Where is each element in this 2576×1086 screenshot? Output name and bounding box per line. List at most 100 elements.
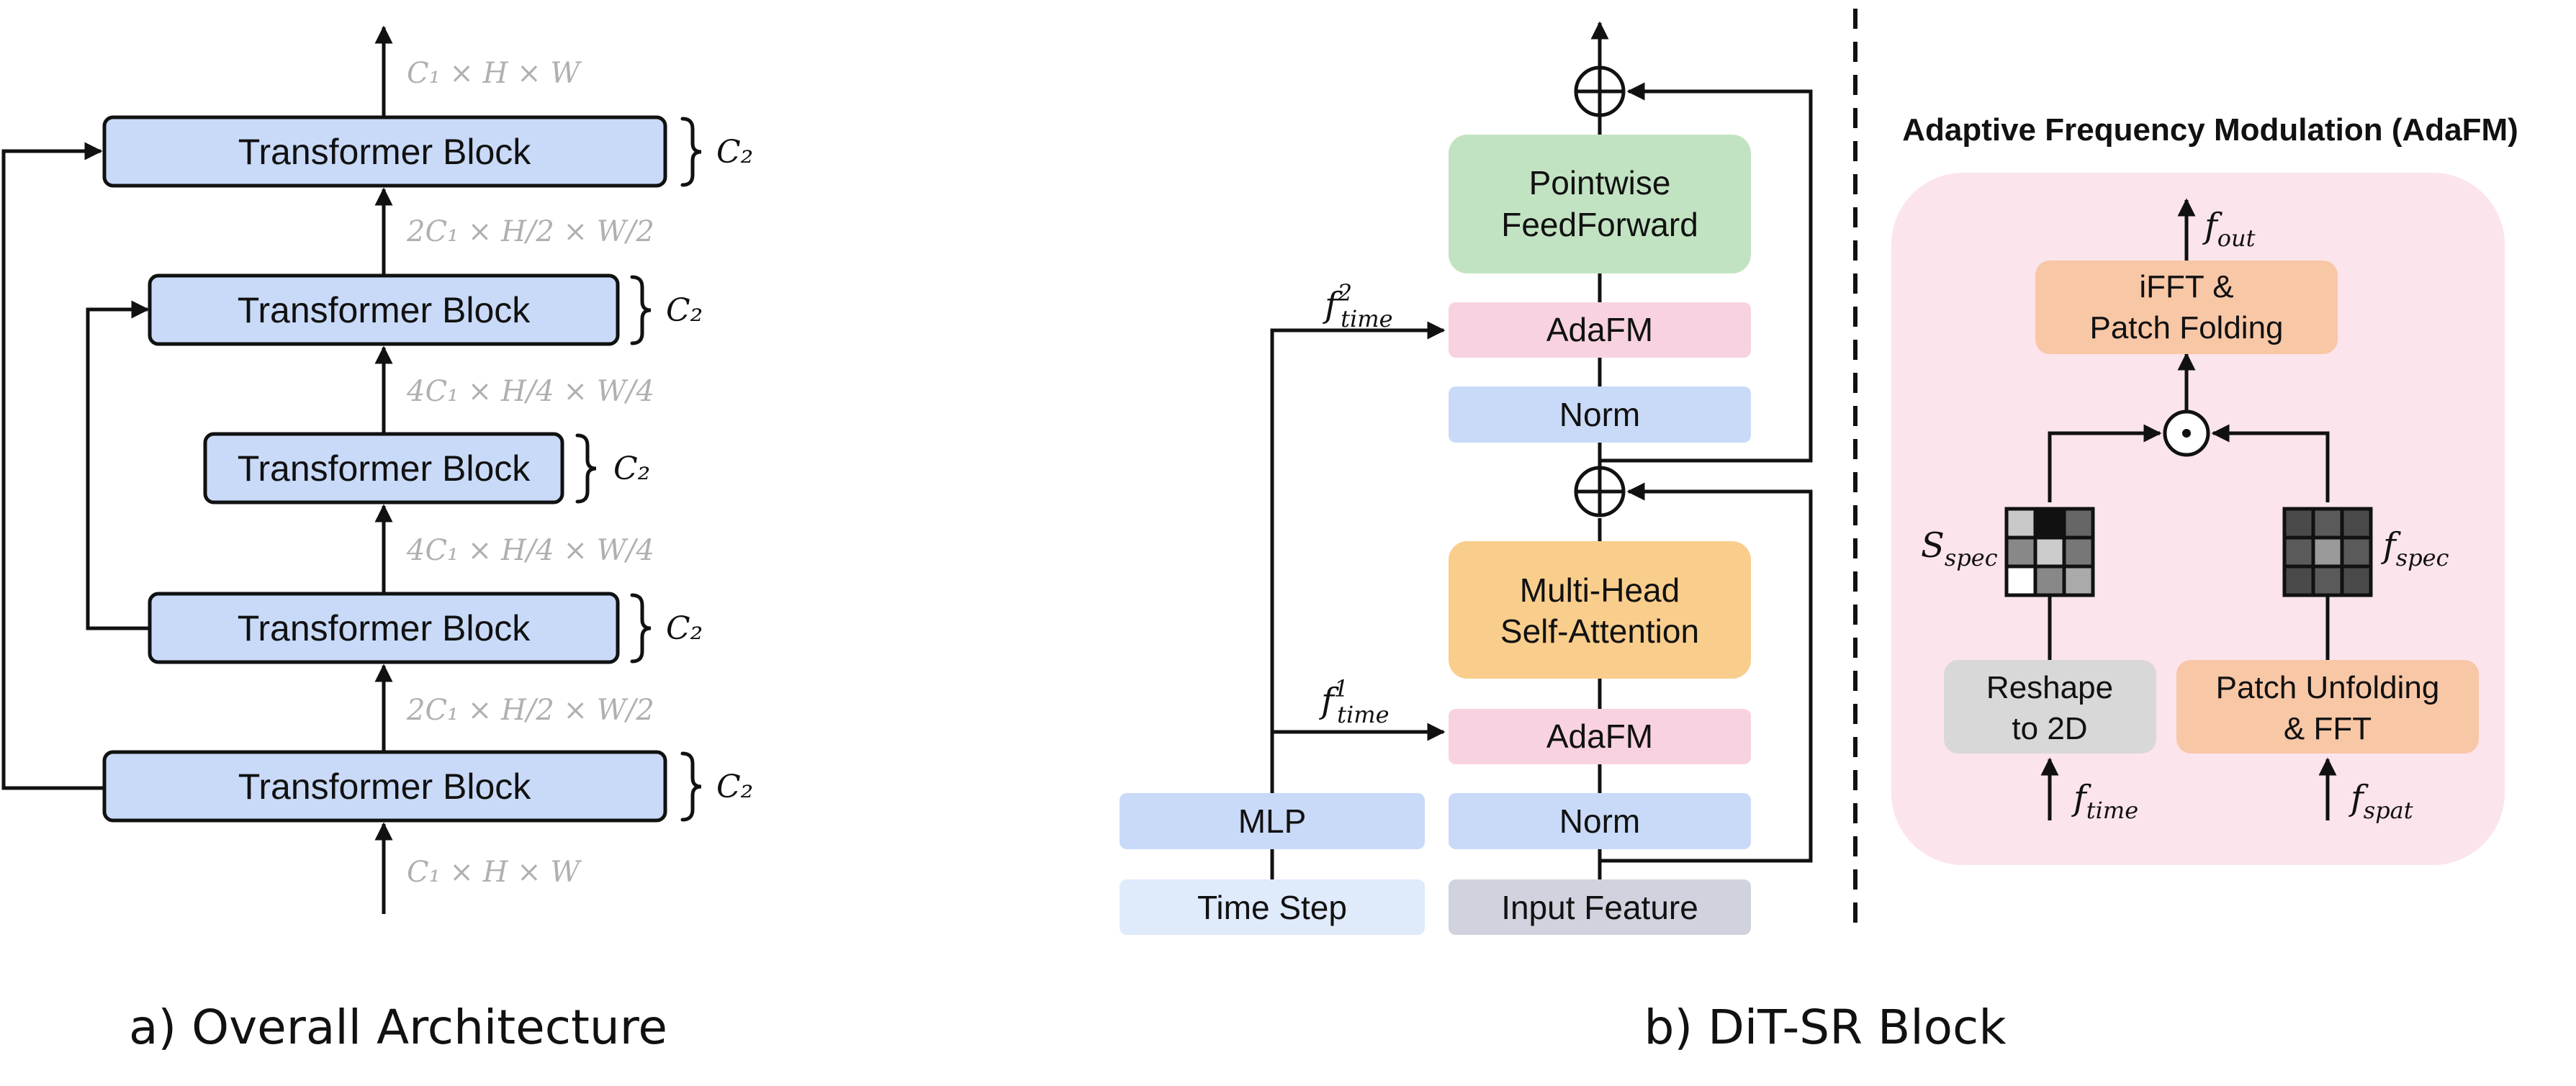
residual-attn	[1600, 482, 1813, 863]
dim-label: C₁ × H × W	[407, 57, 582, 90]
attn-label-1: Multi-Head	[1520, 571, 1680, 609]
arrow-fspec-to-mult	[2211, 424, 2330, 502]
channel-labels: C₂ C₂ C₂ C₂ C₂	[613, 134, 753, 805]
brace-3	[575, 433, 597, 504]
adafm-box-top	[1449, 302, 1751, 358]
dim-label: C₁ × H × W	[407, 856, 582, 889]
reshape-label-2: to 2D	[2012, 711, 2087, 746]
adafm-box-bottom	[1449, 709, 1751, 764]
grid-cell	[2062, 507, 2095, 540]
s-spec-grid	[2004, 507, 2095, 597]
f-spec-label: fspec	[2381, 525, 2449, 571]
brace-2	[630, 275, 652, 345]
f-out-label: fout	[2202, 206, 2256, 252]
dimension-labels: C₁ × H × W 2C₁ × H/2 × W/2 4C₁ × H/4 × W…	[406, 57, 654, 889]
brace-5	[680, 751, 702, 822]
f-spec-grid	[2282, 507, 2373, 597]
s-spec-sub: spec	[1945, 544, 1998, 571]
reshape-label-1: Reshape	[1986, 670, 2113, 705]
channel-label: C₂	[613, 451, 650, 487]
time-step-label: Time Step	[1197, 889, 1347, 926]
ifft-label-1: iFFT &	[2139, 269, 2233, 304]
grid-cell	[2033, 564, 2066, 597]
grid-cell	[2311, 535, 2344, 569]
ifft-box	[2035, 261, 2338, 354]
channel-label: C₂	[716, 769, 753, 805]
ffn-box	[1449, 135, 1751, 273]
grid-cell	[2282, 564, 2315, 597]
channel-label: C₂	[666, 610, 703, 647]
ffn-label-1: Pointwise	[1529, 164, 1671, 202]
adafm-label-bottom: AdaFM	[1546, 718, 1653, 755]
add-node	[1574, 466, 1626, 517]
grid-cell	[2340, 507, 2373, 540]
unfold-label-2: & FFT	[2284, 711, 2372, 746]
dim-label: 4C₁ × H/4 × W/4	[406, 534, 654, 567]
norm-box-top	[1449, 386, 1751, 443]
s-spec-label: Sspec	[1921, 525, 1998, 571]
adafm-label-top: AdaFM	[1546, 311, 1653, 348]
norm-label-top: Norm	[1559, 396, 1640, 433]
ftime2-sup: 2	[1337, 279, 1352, 307]
grid-cell	[2004, 564, 2037, 597]
dit-sr-block-lines	[1270, 21, 1813, 879]
grid-cell	[2282, 535, 2315, 569]
caption-a: a) Overall Architecture	[129, 1000, 667, 1055]
reshape-box	[1944, 660, 2156, 754]
add-node	[1574, 65, 1626, 117]
transformer-block-label: Transformer Block	[238, 766, 532, 807]
adafm-title: Adaptive Frequency Modulation (AdaFM)	[1902, 112, 2518, 148]
caption-b: b) DiT-SR Block	[1644, 1000, 2007, 1055]
f-time-label: ftime	[2071, 778, 2138, 824]
input-feature-label: Input Feature	[1501, 889, 1698, 926]
multiply-dot	[2182, 429, 2191, 438]
f-spat-sub: spat	[2364, 797, 2413, 824]
grid-cell	[2004, 535, 2037, 569]
mlp-label: MLP	[1238, 802, 1307, 840]
ifft-label-2: Patch Folding	[2089, 310, 2283, 345]
grid-cell	[2033, 535, 2066, 569]
grid-cell	[2033, 507, 2066, 540]
grid-cell	[2311, 507, 2344, 540]
grid-cell	[2311, 564, 2344, 597]
arrow-sspec-to-mult	[2048, 424, 2162, 502]
transformer-block-label: Transformer Block	[238, 448, 531, 489]
brace-4	[630, 593, 652, 664]
ffn-label-2: FeedForward	[1501, 206, 1698, 243]
channel-braces	[575, 117, 702, 822]
unfold-box	[2176, 660, 2479, 754]
dim-label: 2C₁ × H/2 × W/2	[406, 215, 654, 248]
attn-label-2: Self-Attention	[1500, 612, 1699, 650]
f-spec-sub: spec	[2396, 544, 2449, 571]
channel-label: C₂	[666, 292, 703, 329]
grid-cell	[2340, 535, 2373, 569]
transformer-block-label: Transformer Block	[238, 608, 531, 648]
grid-cell	[2062, 564, 2095, 597]
transformer-block-label: Transformer Block	[238, 290, 531, 330]
dim-label: 2C₁ × H/2 × W/2	[406, 694, 654, 727]
mlp-box	[1120, 793, 1425, 849]
s-spec-base: S	[1921, 525, 1945, 566]
skip-inner	[86, 300, 150, 630]
skip-outer	[1, 142, 104, 790]
f-out-sub: out	[2217, 225, 2256, 252]
ftime2-sub: time	[1341, 305, 1392, 332]
f-time-sub: time	[2086, 797, 2138, 824]
transformer-block-2	[148, 273, 620, 346]
norm-box-bottom	[1449, 793, 1751, 849]
input-feature-box	[1449, 879, 1751, 935]
arrow-ftime2	[1270, 321, 1446, 793]
grid-cell	[2340, 564, 2373, 597]
unfold-label-1: Patch Unfolding	[2216, 670, 2440, 705]
transformer-block-3	[203, 432, 564, 504]
brace-1	[680, 117, 702, 187]
ftime1-sub: time	[1337, 701, 1389, 728]
channel-label: C₂	[716, 134, 753, 171]
transformer-block-5	[102, 750, 667, 823]
transformer-block-1	[102, 115, 667, 188]
dit-sr-boxes: Pointwise FeedForward AdaFM Norm Multi-H…	[1120, 135, 1751, 935]
transformer-block-4	[148, 592, 620, 664]
